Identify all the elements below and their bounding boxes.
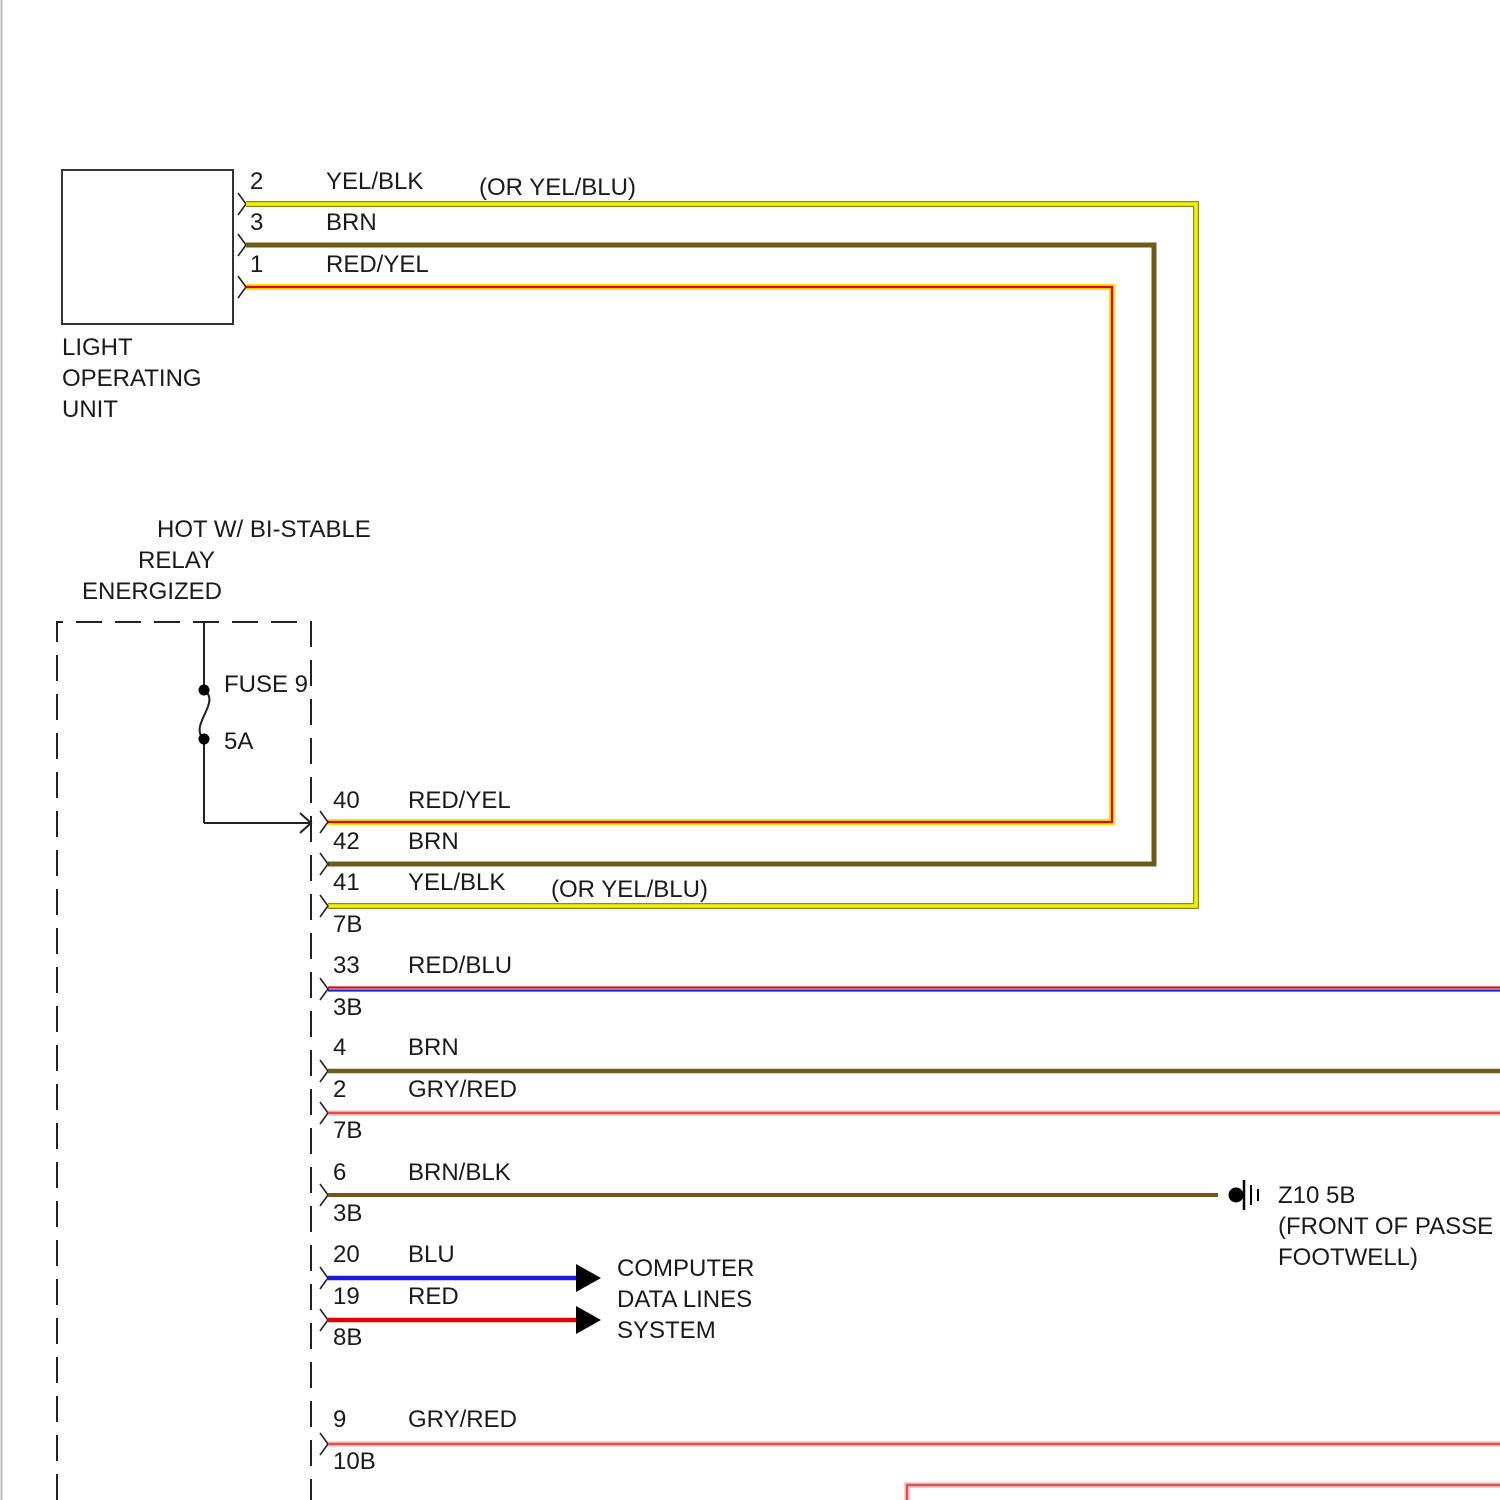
- light-pin-number: 2: [250, 168, 263, 195]
- module-pin-hooks: [320, 811, 328, 1455]
- module-pin-number: 19: [333, 1283, 360, 1310]
- connector-id: 3B: [333, 1200, 362, 1227]
- module-pin-number: 41: [333, 869, 360, 896]
- wire-red-blu: [328, 988, 1500, 991]
- module-pin-number: 33: [333, 952, 360, 979]
- wire-brn-loop: [246, 245, 1154, 864]
- light-unit-label-2: OPERATING: [62, 365, 202, 392]
- module-pin-number: 20: [333, 1241, 360, 1268]
- wire-yel-blk: [246, 204, 1196, 906]
- light-pin-number: 3: [250, 209, 263, 236]
- connector-id: 3B: [333, 994, 362, 1021]
- fuse-terminal-dot: [199, 685, 210, 696]
- module-pin-number: 40: [333, 787, 360, 814]
- module-pin-wire-label: RED/YEL: [408, 787, 511, 814]
- wire-red-yel-loop: [246, 287, 1112, 822]
- module-pin-wire-label: GRY/RED: [408, 1076, 517, 1103]
- module-pin-wire-label: YEL/BLK: [408, 869, 505, 896]
- module-pin-wire-label: BRN: [408, 828, 459, 855]
- ground-label-1: Z10 5B: [1278, 1182, 1355, 1209]
- arrow-right-icon: [576, 1306, 601, 1334]
- module-pin-number: 9: [333, 1406, 346, 1433]
- light-pin-wire-note: (OR YEL/BLU): [479, 174, 636, 201]
- data-lines-label-1: COMPUTER: [617, 1255, 754, 1282]
- wire-gry-red-partial: [907, 1485, 1500, 1500]
- connector-id: 7B: [333, 1117, 362, 1144]
- data-lines-label-2: DATA LINES: [617, 1286, 752, 1313]
- ground-icon: [1229, 1180, 1259, 1210]
- connector-id: 7B: [333, 911, 362, 938]
- fuse-rating: 5A: [224, 728, 253, 755]
- module-dashed-boundary: [57, 622, 311, 1500]
- light-unit-pin-hooks: [238, 193, 246, 298]
- module-pin-number: 42: [333, 828, 360, 855]
- module-pin-number: 6: [333, 1159, 346, 1186]
- wire-red-yel: [246, 287, 1112, 822]
- ground-label-3: FOOTWELL): [1278, 1244, 1418, 1271]
- light-pin-number: 1: [250, 251, 263, 278]
- module-pin-wire-label: BRN/BLK: [408, 1159, 511, 1186]
- light-pin-wire-label: RED/YEL: [326, 251, 429, 278]
- module-pin-wire-label: RED: [408, 1283, 459, 1310]
- module-pin-wire-label: RED/BLU: [408, 952, 512, 979]
- module-pin-number: 4: [333, 1034, 346, 1061]
- fuse-name: FUSE 9: [224, 671, 308, 698]
- module-pin-number: 2: [333, 1076, 346, 1103]
- fuse-9-symbol: [200, 622, 311, 833]
- fuse-terminal-dot: [199, 734, 210, 745]
- hot-label-2: RELAY: [138, 547, 215, 574]
- light-unit-label-3: UNIT: [62, 396, 118, 423]
- arrow-right-icon: [576, 1264, 601, 1292]
- light-operating-unit-box: [62, 170, 233, 324]
- hot-label-1: HOT W/ BI-STABLE: [157, 516, 371, 543]
- module-pin-wire-label: BLU: [408, 1241, 455, 1268]
- module-pin-wire-label: BRN: [408, 1034, 459, 1061]
- light-unit-label-1: LIGHT: [62, 334, 133, 361]
- light-pin-wire-label: BRN: [326, 209, 377, 236]
- module-pin-wire-label: GRY/RED: [408, 1406, 517, 1433]
- connector-id: 8B: [333, 1324, 362, 1351]
- module-pin-wire-note: (OR YEL/BLU): [551, 876, 708, 903]
- data-lines-label-3: SYSTEM: [617, 1317, 716, 1344]
- light-pin-wire-label: YEL/BLK: [326, 168, 423, 195]
- connector-id: 10B: [333, 1448, 376, 1475]
- hot-label-3: ENERGIZED: [82, 578, 222, 605]
- wire-yel-blk-loop: [246, 204, 1196, 906]
- ground-label-2: (FRONT OF PASSE: [1278, 1213, 1493, 1240]
